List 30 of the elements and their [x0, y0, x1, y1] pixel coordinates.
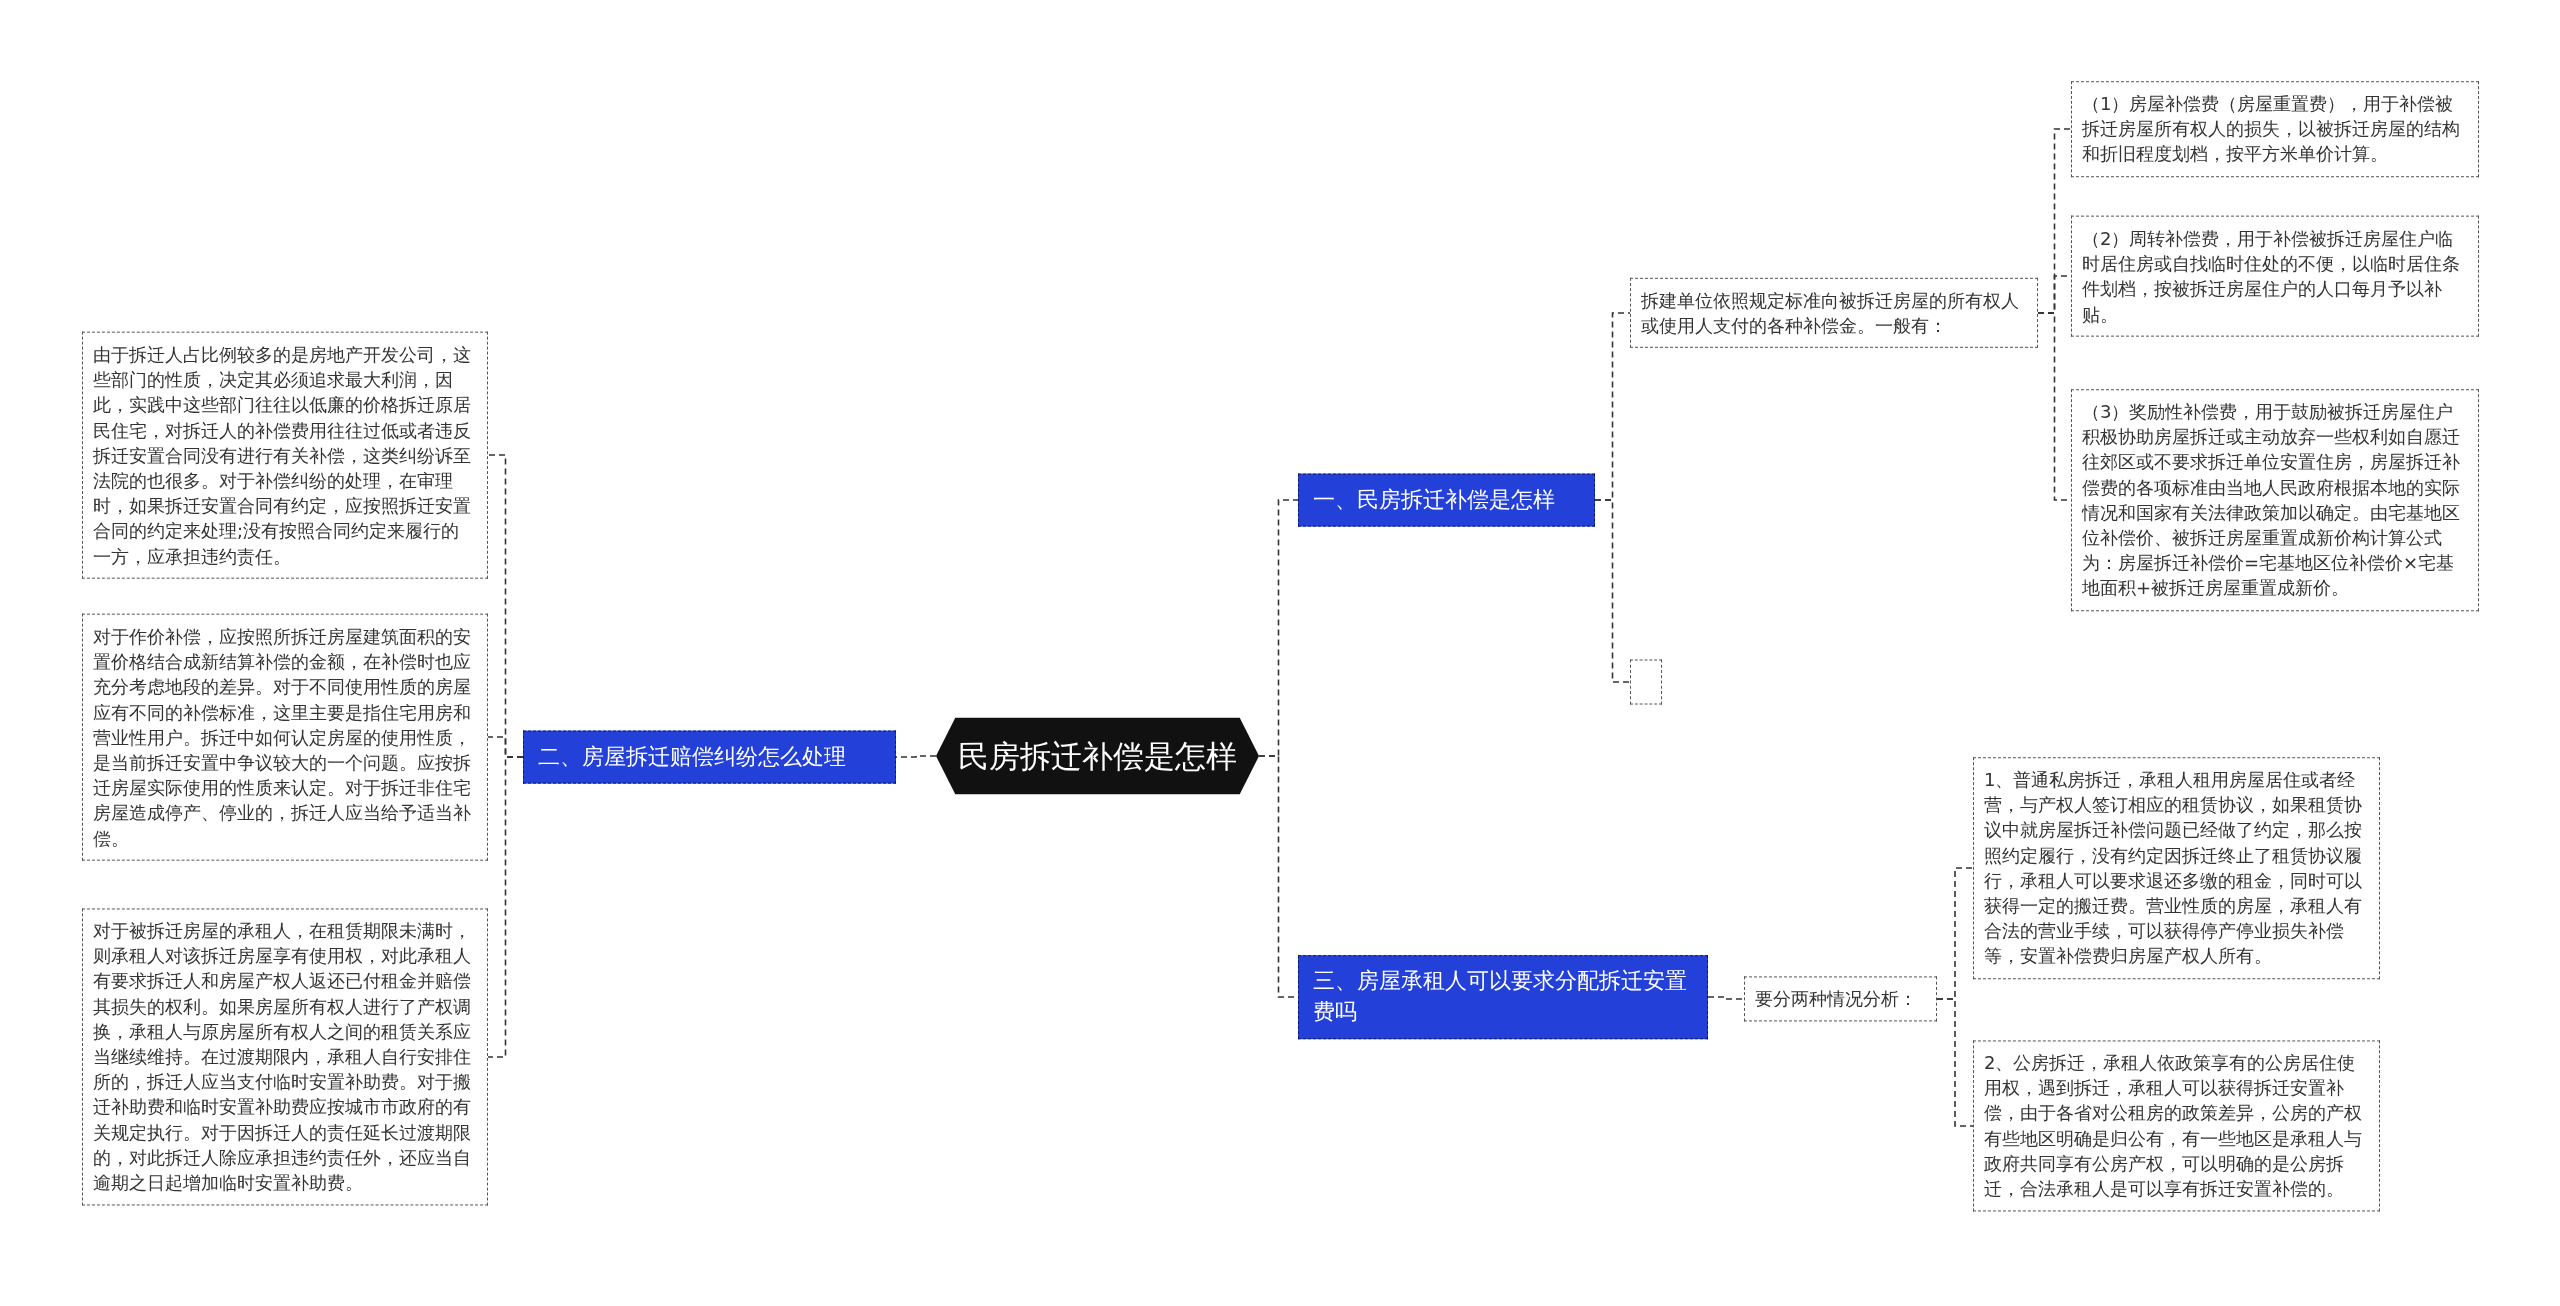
note-text: 对于被拆迁房屋的承租人，在租赁期限未满时，则承租人对该拆迁房屋享有使用权，对此承租人有要求拆迁人和房屋产权人返还已付租金并赔偿其损失的权利。如果房屋所有权人进行了产权调换，承租人与原房屋所有权人之间的租赁关系应当继续维持。在过渡期限内，承租人自行安排住所的，拆迁人应当支付临时安置补助费。对于搬迁补助费和临时安置补助费应按城市市政府的有关规定执行。对于因拆迁人的责任延长过渡期限的，对此拆迁人除应承担违约责任外，还应当自逾期之日起增加临时安置补助费。: [93, 919, 472, 1196]
topic-label: 一、民房拆迁补偿是怎样: [1313, 485, 1556, 514]
topic-label: 三、房屋承租人可以要求分配拆迁安置费吗: [1313, 967, 1688, 1026]
connector-line: [1936, 998, 1974, 1127]
note-text: 1、普通私房拆迁，承租人租用房屋居住或者经营，与产权人签订相应的租赁协议，如果租赁协议中就房屋拆迁补偿问题已经做了约定，那么按照约定履行，没有约定因拆迁终止了租赁协议履行，承租人可以要求退还多缴的租金，同时可以获得一定的搬迁费。营业性质的房屋，承租人有合法的营业手续，可以获得停产停业损失补偿等，安置补偿费归房屋产权人所有。: [1984, 768, 2363, 969]
topic-title: 民房拆迁补偿是怎样: [958, 736, 1237, 775]
connector-line: [1707, 996, 1745, 1000]
branch-topic: [1298, 473, 1595, 527]
note-text: 对于作价补偿，应按照所拆迁房屋建筑面积的安置价格结合成新结算补偿的金额，在补偿时也应充分考虑地段的差异。对于不同使用性质的房屋应有不同的补偿标准，这里主要是指住宅用房和营业性用户。拆迁中如何认定房屋的使用性质，是当前拆迁安置中争议较大的一个问题。应按拆迁房屋实际使用的性质来认定。对于拆迁非住宅房屋造成停产、停业的，拆迁人应当给予适当补偿。: [93, 624, 472, 851]
note-text: 由于拆迁人占比例较多的是房地产开发公司，这些部门的性质，决定其必须追求最大利润，因此，实践中这些部门往往以低廉的价格拆迁原居民住宅，对拆迁人的补偿费用往往过低或者违反拆迁安置合同没有进行有关补偿，这类纠纷诉至法院的也很多。对于补偿纠纷的处理，在审理时，如果拆迁安置合同有约定，应按照拆迁安置合同的约定来处理;没有按照合同约定来履行的一方，应承担违约责任。: [93, 342, 472, 569]
empty-box: [1630, 659, 1662, 705]
note-box: [2071, 81, 2479, 177]
branch-topic: [523, 730, 896, 784]
note-box: [2071, 389, 2479, 611]
connector-line: [487, 756, 524, 1058]
note-box: [1973, 757, 2380, 979]
note-text: 2、公房拆迁，承租人依政策享有的公房居住使用权，遇到拆迁，承租人可以获得拆迁安置补偿，由于各省对公租房的政策差异，公房的产权有些地区明确是归公有，有一些地区是承租人与政府共同享有公房产权，可以明确的是公房拆迁，合法承租人是可以享有拆迁安置补偿的。: [1984, 1051, 2363, 1202]
connector-line: [1594, 499, 1631, 683]
note-text: 要分两种情况分析：: [1755, 987, 1918, 1012]
note-box: [1744, 976, 1937, 1022]
note-text: （1）房屋补偿费（房屋重置费），用于补偿被拆迁房屋所有权人的损失，以被拆迁房屋的结构和折旧程度划档，按平方米单价计算。: [2082, 92, 2461, 167]
central-topic: [936, 717, 1259, 795]
note-text: （3）奖励性补偿费，用于鼓励被拆迁房屋住户积极协助房屋拆迁或主动放弃一些权利如自愿迁往郊区或不要求拆迁单位安置住房，房屋拆迁补偿费的各项标准由当地人民政府根据本地的实际情况和国家有关法律政策加以确定。由宅基地区位补偿价、被拆迁房屋重置成新价构计算公式为：房屋拆迁补偿价=宅基地区位补偿价×宅基地面积+被拆迁房屋重置成新价。: [2082, 400, 2461, 601]
note-box: [1973, 1040, 2380, 1212]
note-box: [2071, 215, 2479, 337]
note-box: [1630, 277, 2038, 349]
note-text: （2）周转补偿费，用于补偿被拆迁房屋住户临时居住房或自找临时住处的不便，以临时居住条件划档，按被拆迁房屋住户的人口每月予以补贴。: [2082, 226, 2461, 327]
note-text: 拆建单位依照规定标准向被拆迁房屋的所有权人或使用人支付的各种补偿金。一般有：: [1641, 288, 2020, 338]
topic-label: 二、房屋拆迁赔偿纠纷怎么处理: [538, 742, 847, 771]
branch-topic: [1298, 955, 1708, 1039]
